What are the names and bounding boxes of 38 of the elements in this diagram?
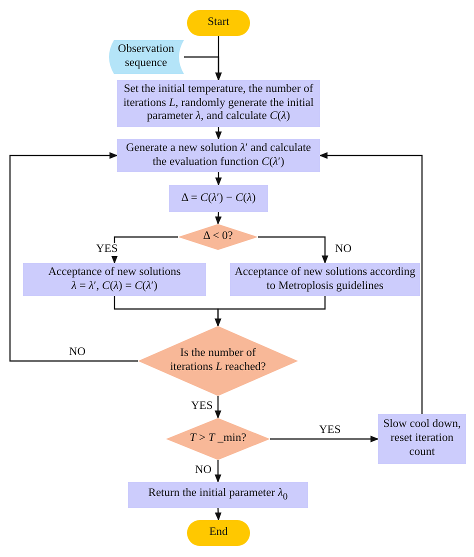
decision-diamond — [178, 224, 258, 250]
arrow — [258, 236, 328, 264]
arrow — [215, 127, 222, 140]
arrow — [270, 436, 379, 442]
node-text: Return the initial parameter λ$_{0}$ — [148, 487, 288, 503]
node-text: End — [209, 526, 228, 540]
arrow — [214, 460, 222, 483]
node-text: Δ = C(λ′) − C(λ) — [181, 192, 256, 206]
process-box — [117, 139, 320, 172]
arrow — [214, 296, 326, 327]
process-box — [169, 185, 268, 212]
edge-label: YES — [95, 243, 119, 256]
node-text: Set the initial temperature, the number of iterations L, randomly generate the initial parameter λ, and calculate C(λ) — [122, 82, 315, 124]
arrow — [319, 152, 423, 414]
process-box — [128, 482, 308, 508]
process-box — [23, 263, 206, 296]
terminal-pill — [187, 520, 250, 546]
node-text: Δ < 0? — [203, 230, 233, 244]
decision-diamond — [166, 418, 270, 460]
node-text: T > T _min? — [190, 432, 246, 446]
node-text: Is the number of iterations L reached? — [169, 347, 267, 375]
node-text: Generate a new solution λ′ and calculate the evaluation function C(λ′) — [124, 142, 312, 170]
decision-diamond — [138, 326, 298, 396]
node-text: Observation sequence — [116, 43, 176, 71]
node-text: Slow cool down, reset iteration count — [382, 418, 462, 460]
node-text: Acceptance of new solutions — [48, 266, 181, 280]
input-tape-shape — [108, 40, 184, 74]
arrow — [214, 508, 222, 521]
arrow — [215, 172, 222, 186]
terminal-pill — [187, 10, 250, 36]
arrow — [184, 56, 222, 81]
node-text: Start — [208, 16, 230, 30]
node-text: Acceptance of new solutions according to Metroplosis guidelines — [234, 266, 416, 294]
node-text: λ = λ′, C(λ) = C(λ′) — [72, 280, 158, 294]
arrow — [214, 212, 222, 225]
arrow — [9, 152, 138, 362]
arrow — [214, 396, 222, 419]
arrow — [111, 236, 178, 264]
